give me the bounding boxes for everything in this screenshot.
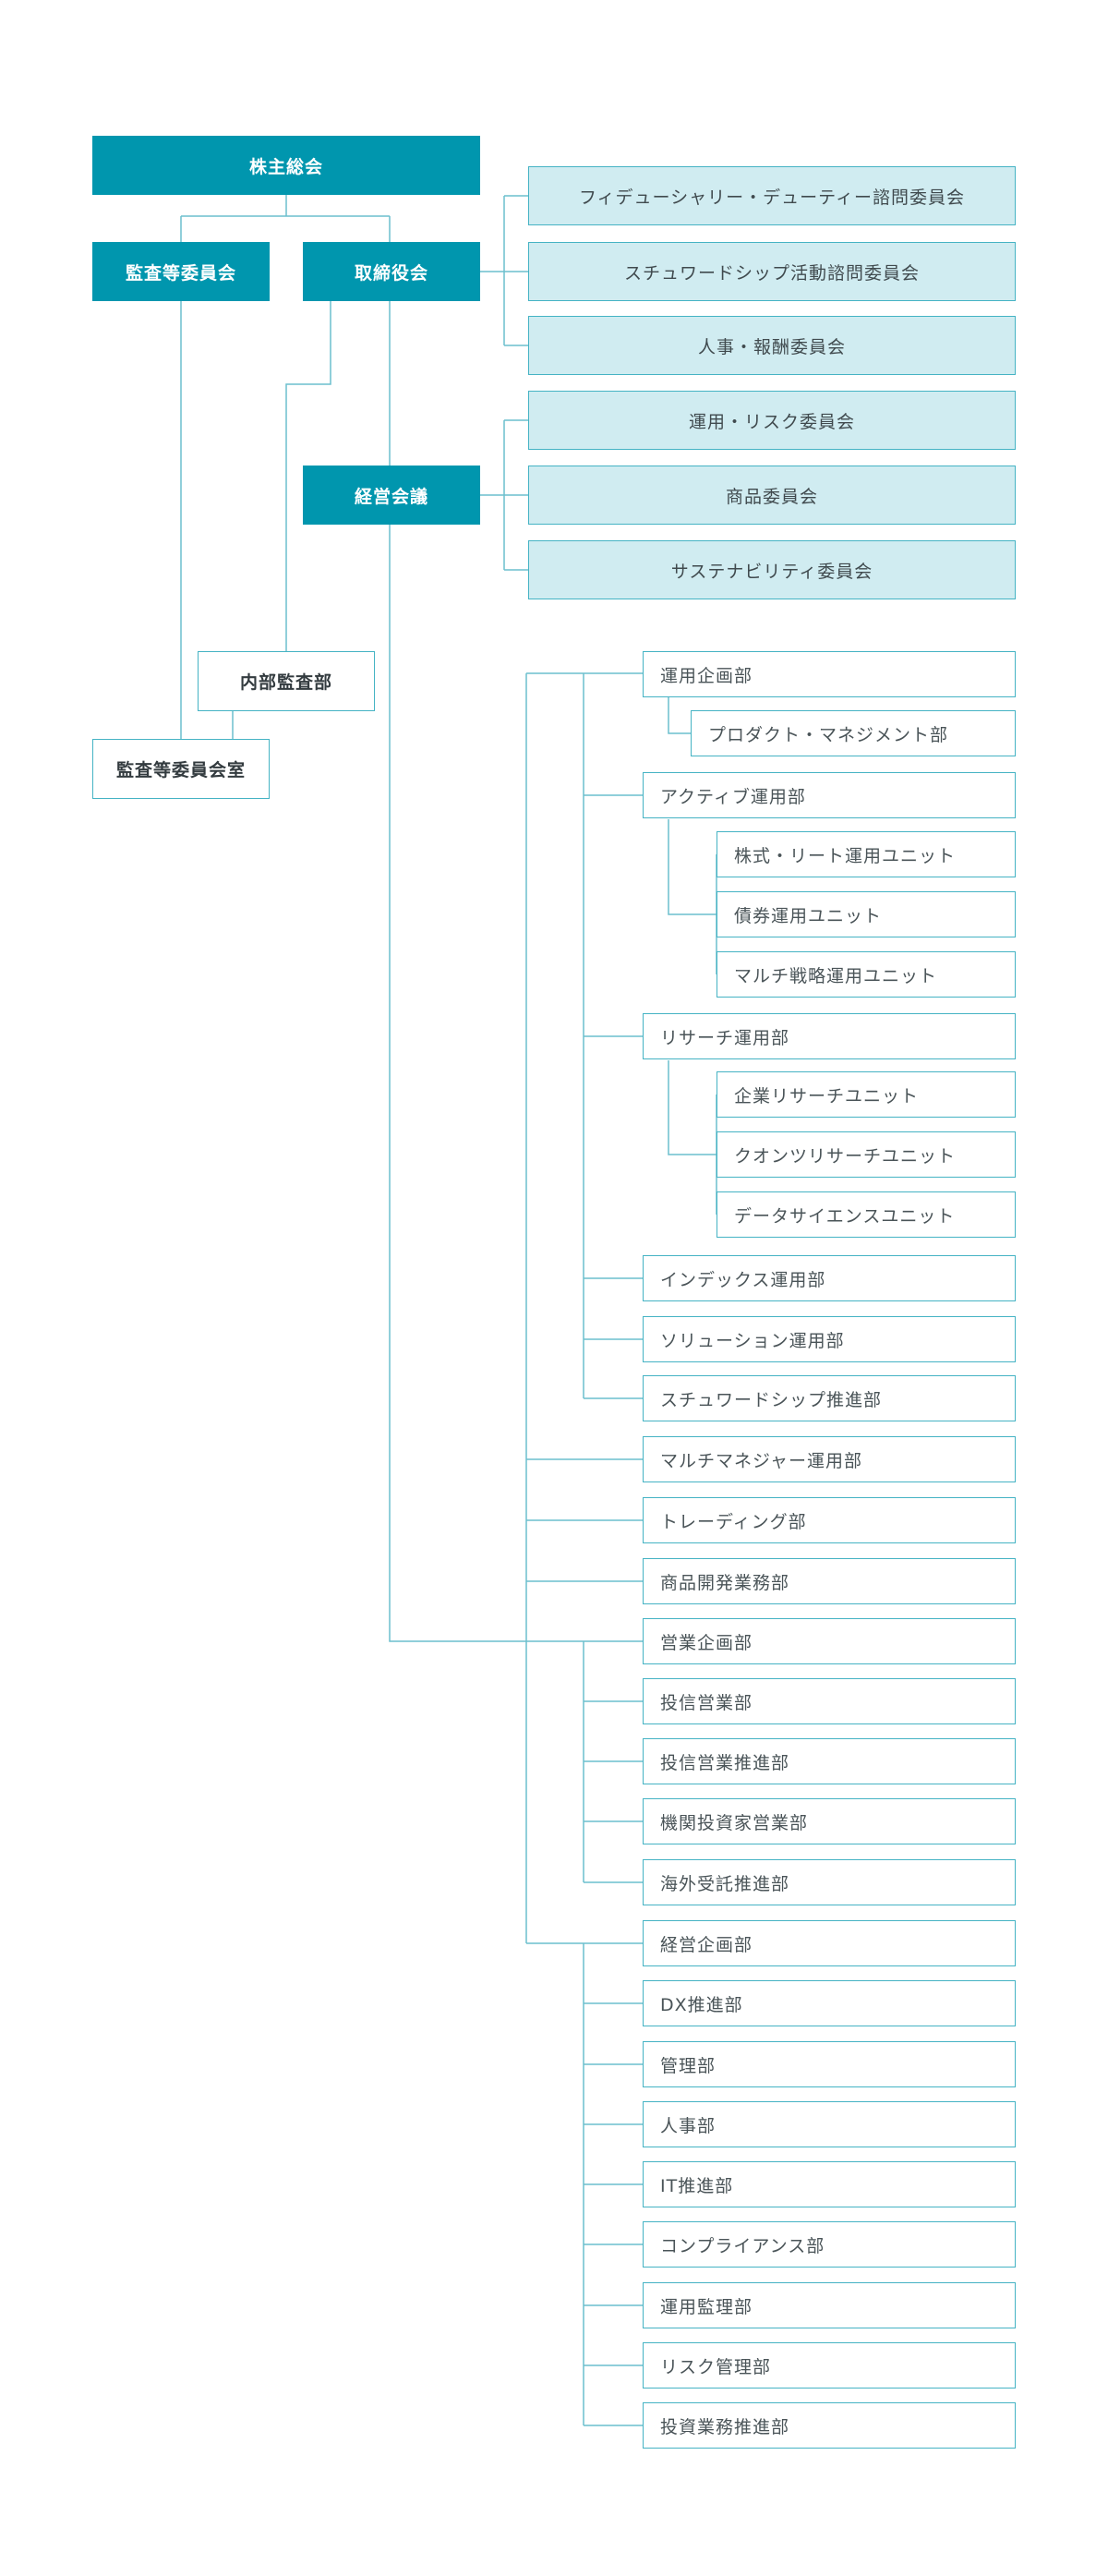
dept-investment-supervision: 運用監理部 — [643, 2282, 1016, 2328]
dept-dx-promotion: DX推進部 — [643, 1980, 1016, 2026]
unit-data-science: データサイエンスユニット — [717, 1191, 1016, 1238]
connector-active-units — [668, 819, 717, 974]
dept-investment-operations: 投資業務推進部 — [643, 2402, 1016, 2449]
dept-administration: 管理部 — [643, 2041, 1016, 2087]
unit-corporate-research: 企業リサーチユニット — [717, 1071, 1016, 1118]
connector-investment-group — [526, 672, 643, 1399]
connector-planning-units — [668, 697, 691, 734]
dept-trading: トレーディング部 — [643, 1497, 1016, 1543]
dept-multi-manager: マルチマネジャー運用部 — [643, 1436, 1016, 1482]
connector-management-committees — [480, 419, 528, 571]
unit-fixed-income: 債券運用ユニット — [717, 891, 1016, 937]
dept-compliance: コンプライアンス部 — [643, 2221, 1016, 2268]
dept-fund-sales-promotion: 投信営業推進部 — [643, 1738, 1016, 1784]
dept-risk-management: リスク管理部 — [643, 2342, 1016, 2389]
board-of-directors: 取締役会 — [303, 242, 480, 301]
dept-stewardship-promotion: スチュワードシップ推進部 — [643, 1375, 1016, 1421]
dept-investment-planning: 運用企画部 — [643, 651, 1016, 697]
connector-corporate-group — [526, 1942, 643, 2426]
dept-corporate-planning: 経営企画部 — [643, 1920, 1016, 1966]
dept-sales-planning: 営業企画部 — [643, 1618, 1016, 1664]
management-meeting: 経営会議 — [303, 466, 480, 525]
committee-sustainability: サステナビリティ委員会 — [528, 540, 1016, 599]
committee-stewardship-advisory: スチュワードシップ活動諮問委員会 — [528, 242, 1016, 301]
unit-multi-strategy: マルチ戦略運用ユニット — [717, 951, 1016, 998]
dept-active-investment: アクティブ運用部 — [643, 772, 1016, 818]
dept-it-promotion: IT推進部 — [643, 2161, 1016, 2207]
connector-board-committees — [480, 195, 528, 346]
unit-product-management: プロダクト・マネジメント部 — [691, 710, 1016, 756]
dept-product-development: 商品開発業務部 — [643, 1558, 1016, 1604]
dept-human-resources: 人事部 — [643, 2101, 1016, 2147]
connector-sales-group — [526, 1640, 643, 1883]
internal-audit-department: 内部監査部 — [198, 651, 375, 711]
dept-institutional-sales: 機関投資家営業部 — [643, 1798, 1016, 1844]
connector-shareholders — [180, 194, 391, 242]
unit-equity-reit: 株式・リート運用ユニット — [717, 831, 1016, 877]
connector-board-trunk — [389, 301, 526, 1642]
committee-investment-risk: 運用・リスク委員会 — [528, 391, 1016, 450]
dept-overseas-mandate: 海外受託推進部 — [643, 1859, 1016, 1905]
connector-research-units — [668, 1060, 717, 1215]
dept-solution-investment: ソリューション運用部 — [643, 1316, 1016, 1362]
dept-research-investment: リサーチ運用部 — [643, 1013, 1016, 1059]
dept-fund-sales: 投信営業部 — [643, 1678, 1016, 1724]
audit-committee-office: 監査等委員会室 — [92, 739, 270, 799]
unit-quant-research: クオンツリサーチユニット — [717, 1131, 1016, 1178]
dept-index-investment: インデックス運用部 — [643, 1255, 1016, 1301]
connector-standalone — [526, 1458, 643, 1582]
committee-product: 商品委員会 — [528, 466, 1016, 525]
committee-fiduciary-duty: フィデューシャリー・デューティー諮問委員会 — [528, 166, 1016, 225]
audit-committee: 監査等委員会 — [92, 242, 270, 301]
shareholders-meeting: 株主総会 — [92, 136, 480, 195]
connector-internal-audit — [285, 301, 331, 651]
committee-personnel-remuneration: 人事・報酬委員会 — [528, 316, 1016, 375]
